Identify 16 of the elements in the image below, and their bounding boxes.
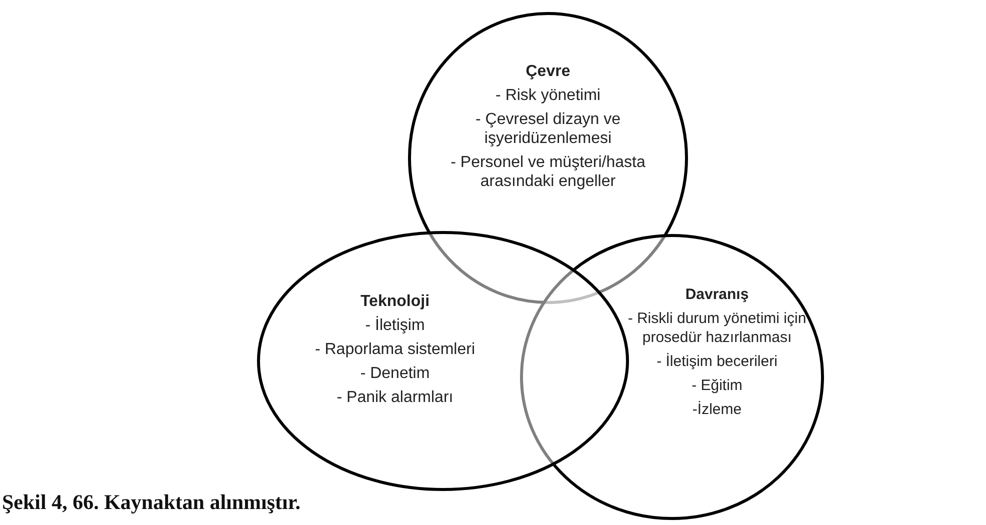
venn-circle <box>257 231 629 491</box>
list-item: - Risk yönetimi <box>494 86 602 105</box>
list-item: - Personel ve müşteri/hasta arasındaki engeller <box>450 153 646 191</box>
list-item: - Raporlama sistemleri <box>314 340 476 359</box>
list-item: - Eğitim <box>690 376 744 395</box>
list-item: -İzleme <box>691 400 743 419</box>
list-item: - Riskli durum yönetimi için prosedür hazırlanması <box>626 309 808 347</box>
circle-heading: Teknoloji <box>359 292 431 311</box>
circle-heading: Davranış <box>684 285 750 304</box>
list-item: - İletişim <box>364 316 426 335</box>
list-item: - Panik alarmları <box>336 388 454 407</box>
list-item: - Çevresel dizayn ve işyeridüzenlemesi <box>474 110 622 148</box>
figure-caption: Şekil 4, 66. Kaynaktan alınmıştır. <box>2 490 301 515</box>
circle-heading: Çevre <box>524 62 572 81</box>
list-item: - Denetim <box>359 364 431 383</box>
list-item: - İletişim becerileri <box>656 352 778 371</box>
